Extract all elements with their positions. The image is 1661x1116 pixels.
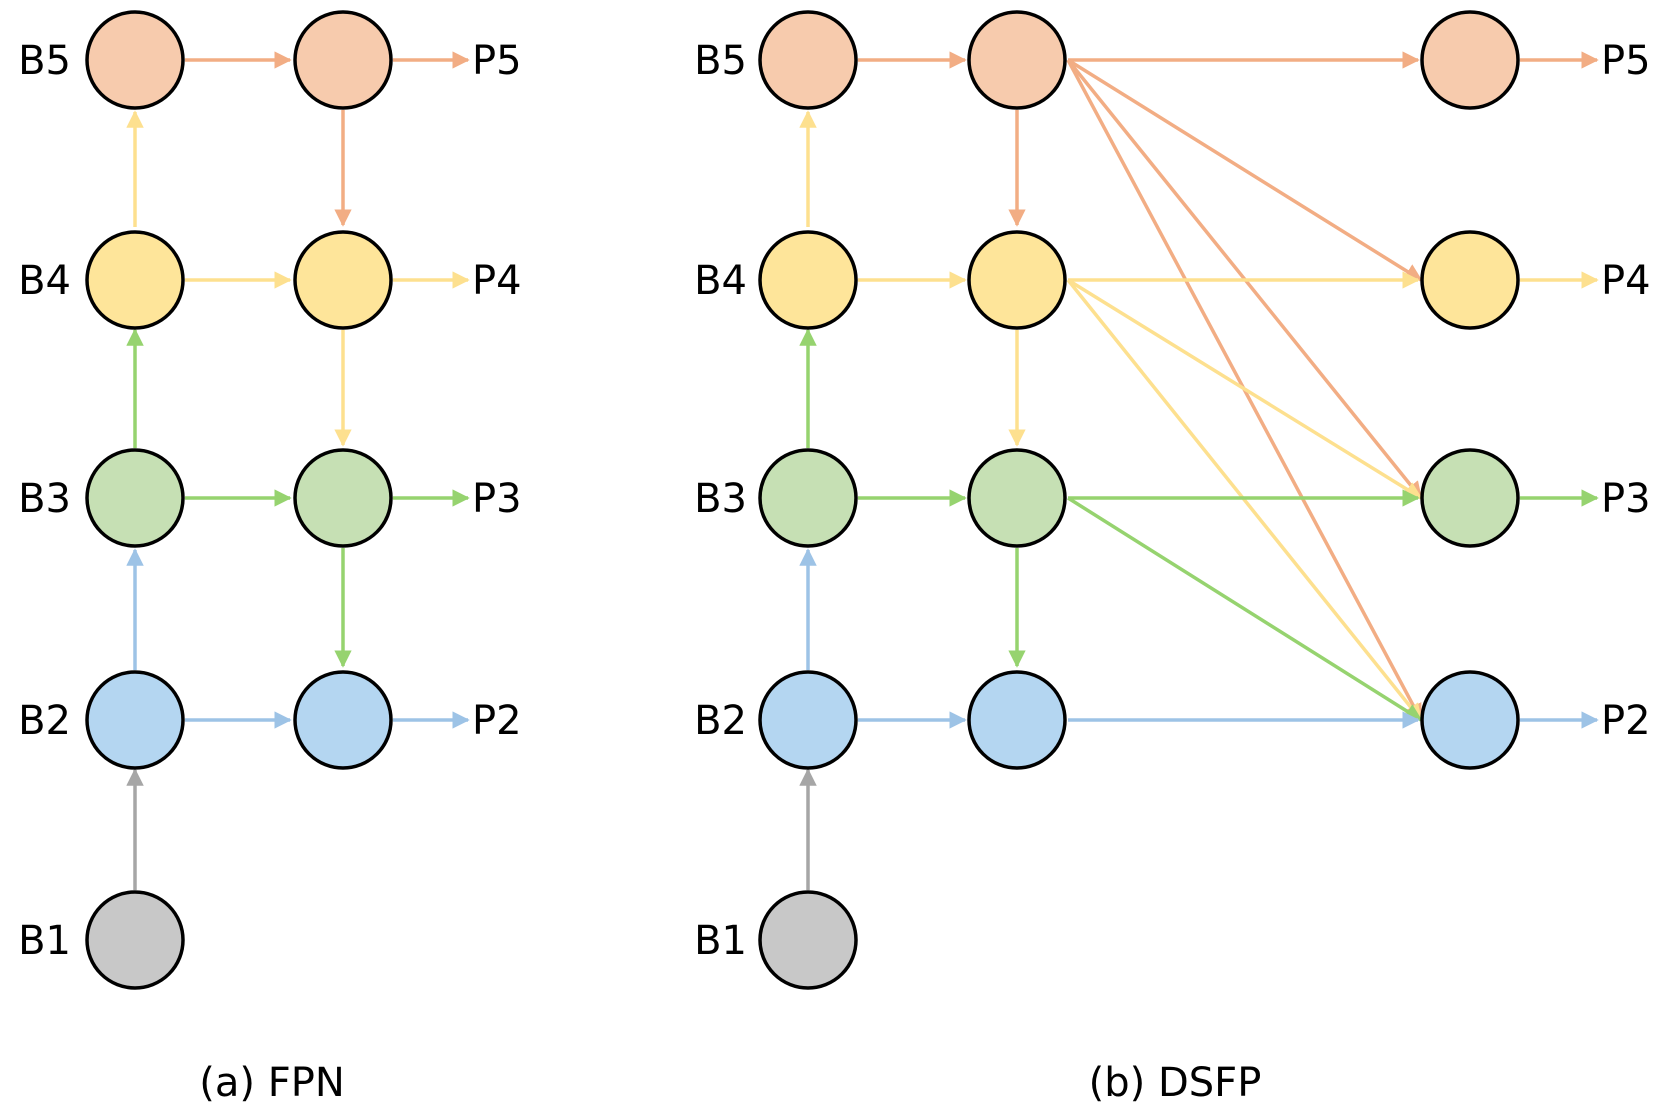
dsfp-node-b1	[758, 890, 858, 990]
fpn-node-m4	[293, 230, 393, 330]
dsfp-node-b5	[758, 10, 858, 110]
fpn-label-p2: P2	[472, 698, 522, 744]
dsfp-node-m4	[967, 230, 1067, 330]
dsfp-label-p5: P5	[1601, 38, 1651, 84]
dsfp-label-p3: P3	[1601, 476, 1651, 522]
dsfp-node-o3	[1420, 448, 1520, 548]
dsfp-labels: B5 B4 B3 B2 B1 P5 P4 P3 P2 (b) DSFP	[694, 38, 1650, 1106]
fpn-node-b2	[85, 670, 185, 770]
dsfp-label-b2: B2	[694, 698, 747, 744]
fpn-label-p5: P5	[472, 38, 522, 84]
dsfp-node-m3	[967, 448, 1067, 548]
fpn-label-b3: B3	[18, 476, 71, 522]
dsfp-label-p4: P4	[1601, 258, 1651, 304]
fpn-nodes	[85, 10, 393, 990]
fpn-node-m2	[293, 670, 393, 770]
fpn-caption: (a) FPN	[199, 1060, 345, 1106]
fpn-node-m5	[293, 10, 393, 110]
dsfp-label-b4: B4	[694, 258, 747, 304]
dsfp-node-o4	[1420, 230, 1520, 330]
dsfp-label-b3: B3	[694, 476, 747, 522]
fpn-label-b5: B5	[18, 38, 71, 84]
dsfp-node-o5	[1420, 10, 1520, 110]
dsfp-edge-m5-o4	[1067, 58, 1423, 282]
dsfp-node-b4	[758, 230, 858, 330]
dsfp-edge-m4-o3	[1067, 278, 1423, 500]
fpn-edges	[126, 51, 470, 890]
fpn-label-b4: B4	[18, 258, 71, 304]
fpn-label-b1: B1	[18, 918, 71, 964]
fpn-node-b5	[85, 10, 185, 110]
fpn-label-p3: P3	[472, 476, 522, 522]
dsfp-node-o2	[1420, 670, 1520, 770]
fpn-node-b4	[85, 230, 185, 330]
dsfp-node-m5	[967, 10, 1067, 110]
dsfp-edge-m4-o2	[1066, 278, 1423, 722]
panel-dsfp: B5 B4 B3 B2 B1 P5 P4 P3 P2 (b) DSFP	[694, 10, 1651, 1106]
dsfp-edges	[799, 51, 1599, 890]
fpn-label-p4: P4	[472, 258, 522, 304]
dsfp-node-b3	[758, 448, 858, 548]
panel-fpn: B5 B4 B3 B2 B1 P5 P4 P3 P2 (a) FPN	[18, 10, 522, 1106]
fpn-node-b1	[85, 890, 185, 990]
dsfp-label-b5: B5	[694, 38, 747, 84]
dsfp-node-m2	[967, 670, 1067, 770]
fpn-label-b2: B2	[18, 698, 71, 744]
fpn-node-m3	[293, 448, 393, 548]
dsfp-edge-m3-o2	[1067, 496, 1423, 722]
fpn-node-b3	[85, 448, 185, 548]
dsfp-caption: (b) DSFP	[1089, 1060, 1262, 1106]
dsfp-label-p2: P2	[1601, 698, 1651, 744]
dsfp-nodes	[758, 10, 1520, 990]
dsfp-node-b2	[758, 670, 858, 770]
dsfp-label-b1: B1	[694, 918, 747, 964]
fpn-labels: B5 B4 B3 B2 B1 P5 P4 P3 P2 (a) FPN	[18, 38, 521, 1106]
